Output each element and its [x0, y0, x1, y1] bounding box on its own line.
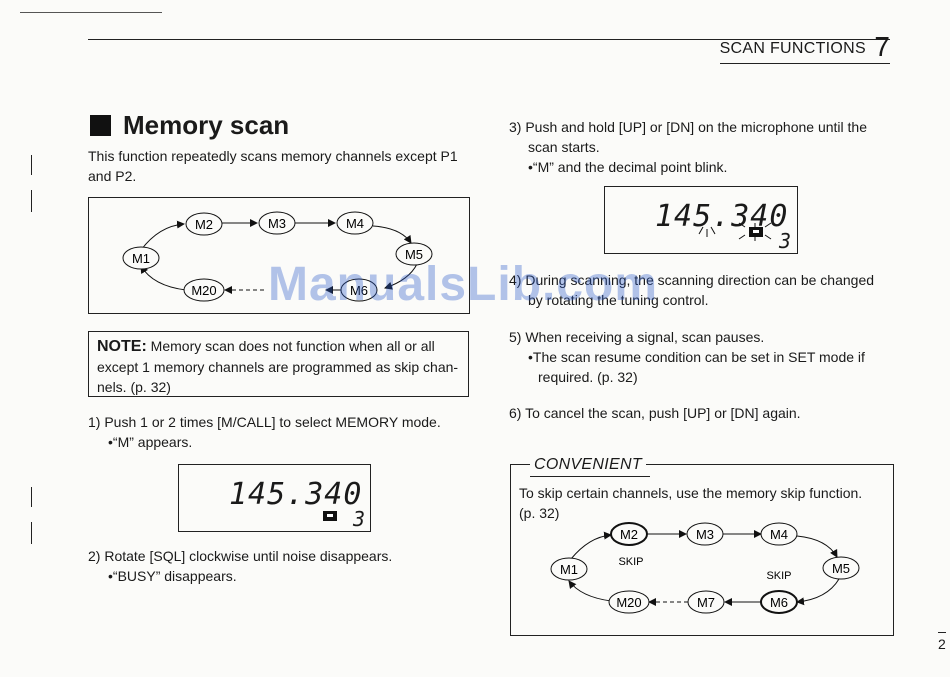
page-number-dash	[938, 632, 946, 633]
step-1: 1) Push 1 or 2 times [M/CALL] to select …	[88, 412, 488, 452]
memory-indicator-icon	[323, 511, 337, 521]
skip-label-m6: SKIP	[766, 570, 791, 582]
node-m4: M4	[760, 522, 798, 546]
node-m5: M5	[822, 556, 860, 580]
convenient-label: CONVENIENT	[530, 456, 646, 474]
page-number: 2	[938, 636, 946, 652]
step-3: 3) Push and hold [UP] or [DN] on the mic…	[509, 117, 909, 177]
step-1-bullet: •“M” appears.	[108, 434, 193, 450]
note-label: NOTE:	[97, 338, 147, 355]
memory-scan-diagram: M1 M2 M3 M4 M5 M6 M20	[88, 197, 470, 314]
step-5: 5) When receiving a signal, scan pauses.…	[509, 327, 929, 387]
node-m20: M20	[608, 590, 650, 614]
binder-mark	[31, 190, 32, 212]
svg-text:M3: M3	[268, 216, 286, 231]
step-5-bullet: •The scan resume condition can be set in…	[528, 349, 865, 365]
svg-text:M20: M20	[616, 595, 641, 610]
step-5-text: 5) When receiving a signal, scan pauses.	[509, 329, 765, 345]
blink-rays-icon	[698, 222, 772, 241]
binder-mark	[31, 487, 32, 507]
node-m1: M1	[122, 246, 160, 270]
watermark: ManualsLib.com	[268, 258, 659, 311]
svg-text:M3: M3	[696, 527, 714, 542]
diagram-svg: M1 M2 M3 M4 M5 M6 M20	[122, 211, 433, 302]
note-box: NOTE: Memory scan does not function when…	[88, 331, 469, 397]
svg-text:M1: M1	[132, 251, 150, 266]
node-m6: M6	[340, 278, 378, 302]
section-title-text: Memory scan	[123, 110, 290, 140]
note-line: except 1 memory channels are programmed …	[97, 359, 459, 375]
node-m2: M2	[185, 212, 223, 236]
note-line: NOTE: Memory scan does not function when…	[97, 336, 468, 357]
convenient-box: To skip certain channels, use the memory…	[510, 464, 894, 636]
note-line: nels. (p. 32)	[97, 379, 171, 395]
step-4-line: 4) During scanning, the scanning directi…	[509, 272, 875, 288]
step-6-text: 6) To cancel the scan, push [UP] or [DN]…	[509, 405, 801, 421]
node-m5: M5	[395, 242, 433, 266]
step-2-bullet: •“BUSY” disappears.	[108, 568, 237, 584]
node-m4: M4	[336, 211, 374, 235]
svg-text:M5: M5	[832, 561, 850, 576]
node-m7: M7	[687, 590, 725, 614]
lcd-channel: 3	[353, 507, 366, 531]
svg-text:M1: M1	[560, 562, 578, 577]
section-title: Memory scan	[90, 110, 289, 141]
step-3-line: scan starts.	[528, 139, 600, 155]
step-3-bullet: •“M” and the decimal point blink.	[528, 159, 728, 175]
lcd-display-2: 145.340 3	[604, 186, 798, 254]
node-m20: M20	[183, 278, 225, 302]
node-m1: M1	[550, 557, 588, 581]
step-6: 6) To cancel the scan, push [UP] or [DN]…	[509, 403, 929, 423]
lcd-display-1: 145.340 3	[178, 464, 371, 532]
convenient-line: (p. 32)	[519, 505, 560, 521]
skip-diagram-svg: M1 M2 M3 M4 M5 M6 M7 M20 SKIP SKIP	[550, 522, 860, 614]
note-text: Memory scan does not function when all o…	[150, 338, 435, 354]
intro-line: This function repeatedly scans memory ch…	[88, 148, 458, 164]
svg-text:M6: M6	[770, 595, 788, 610]
step-3-line: 3) Push and hold [UP] or [DN] on the mic…	[509, 119, 867, 135]
svg-text:M5: M5	[405, 247, 423, 262]
step-4-line: by rotating the tuning control.	[528, 292, 709, 308]
binder-mark	[31, 522, 32, 544]
node-m3: M3	[686, 522, 724, 546]
svg-text:M7: M7	[697, 595, 715, 610]
step-5-bullet: required. (p. 32)	[538, 369, 638, 385]
step-1-text: 1) Push 1 or 2 times [M/CALL] to select …	[88, 414, 441, 430]
header-rule	[88, 39, 890, 40]
lcd-frequency: 145.340	[655, 199, 789, 234]
binder-mark	[31, 155, 32, 175]
step-4: 4) During scanning, the scanning directi…	[509, 270, 929, 310]
svg-text:M20: M20	[191, 283, 216, 298]
node-m3: M3	[258, 211, 296, 235]
chapter-title: SCAN FUNCTIONS	[719, 40, 866, 57]
step-2-text: 2) Rotate [SQL] clockwise until noise di…	[88, 548, 393, 564]
convenient-text: To skip certain channels, use the memory…	[519, 483, 889, 523]
svg-text:M4: M4	[770, 527, 788, 542]
square-bullet-icon	[90, 115, 111, 136]
intro-paragraph: This function repeatedly scans memory ch…	[88, 146, 478, 186]
svg-text:M4: M4	[346, 216, 364, 231]
top-left-dash	[20, 12, 162, 13]
step-2: 2) Rotate [SQL] clockwise until noise di…	[88, 546, 488, 586]
intro-line: and P2.	[88, 168, 137, 184]
svg-text:M2: M2	[620, 527, 638, 542]
memory-indicator-icon	[749, 227, 763, 237]
skip-label-m2: SKIP	[618, 556, 643, 568]
convenient-label-underline	[530, 476, 650, 477]
convenient-line: To skip certain channels, use the memory…	[519, 485, 863, 501]
lcd-frequency: 145.340	[229, 477, 363, 512]
svg-text:M2: M2	[195, 217, 213, 232]
node-m6: M6	[760, 590, 798, 614]
node-m2: M2	[610, 522, 648, 546]
lcd-channel: 3	[779, 229, 792, 253]
chapter-number: 7	[874, 31, 890, 62]
svg-text:M6: M6	[350, 283, 368, 298]
header-underline	[720, 63, 890, 64]
